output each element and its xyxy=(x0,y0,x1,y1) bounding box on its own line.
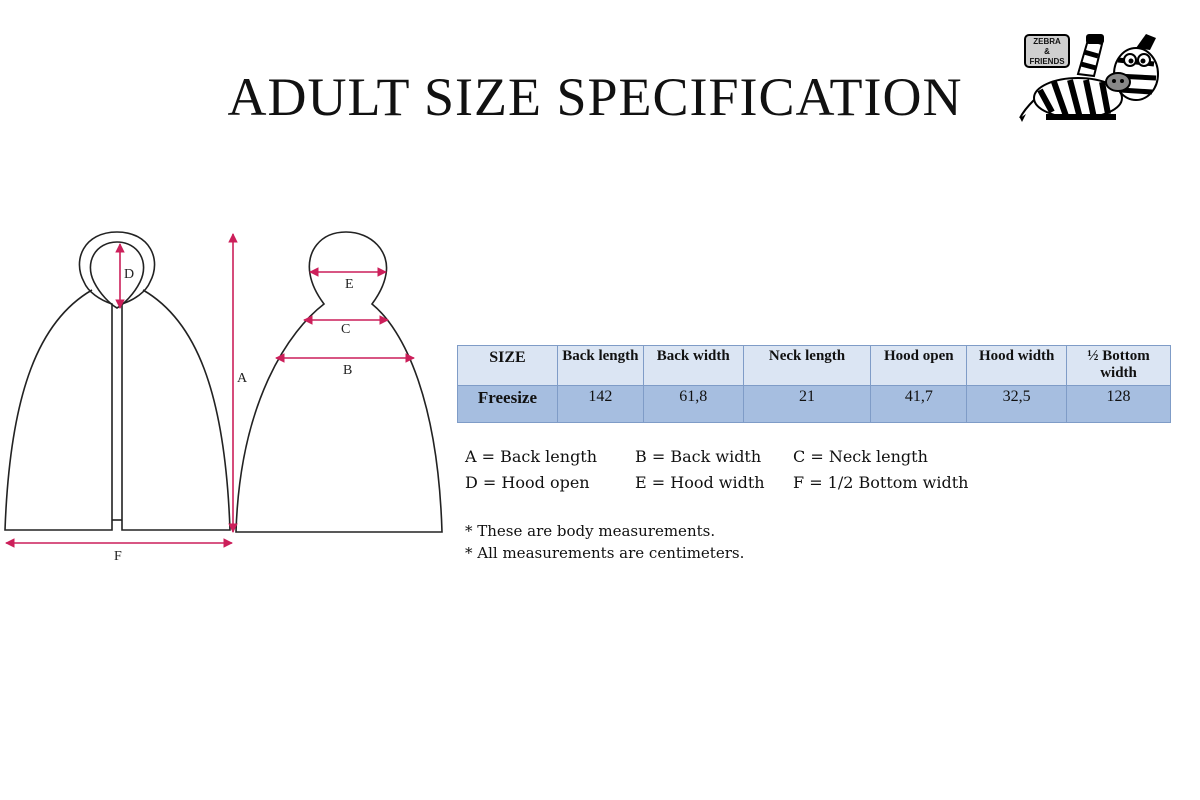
legend-item: E = Hood width xyxy=(635,473,765,492)
size-spec-table: SIZE Back length Back width Neck length … xyxy=(457,345,1171,423)
column-header: Hood width xyxy=(966,345,1068,386)
dimension-labels: D A F E C B xyxy=(114,267,354,564)
logo-text-line: FRIENDS xyxy=(1029,57,1065,66)
legend-row: A = Back length B = Back width C = Neck … xyxy=(465,447,985,473)
table-cell: 32,5 xyxy=(966,385,1068,423)
legend-item: C = Neck length xyxy=(793,447,928,466)
label-e: E xyxy=(345,277,354,292)
column-header: SIZE xyxy=(457,345,558,386)
back-view-cape xyxy=(235,231,443,533)
zebra-icon xyxy=(1019,34,1159,122)
table-cell: 61,8 xyxy=(642,385,744,423)
note-line: * All measurements are centimeters. xyxy=(465,544,745,562)
label-d: D xyxy=(124,267,134,282)
size-cell: Freesize xyxy=(457,385,558,423)
column-header: Back length xyxy=(556,345,644,386)
table-cell: 21 xyxy=(742,385,872,423)
logo-text-line: & xyxy=(1044,47,1050,56)
front-view-cape xyxy=(4,231,231,531)
legend-row: D = Hood open E = Hood width F = 1/2 Bot… xyxy=(465,473,985,499)
label-b: B xyxy=(343,363,352,378)
legend-item: B = Back width xyxy=(635,447,762,466)
column-header: ½ Bottom width xyxy=(1066,345,1171,386)
dimension-lines xyxy=(5,233,415,548)
logo-badge: ZEBRA & FRIENDS xyxy=(1024,34,1070,68)
measurement-legend: A = Back length B = Back width C = Neck … xyxy=(465,447,985,499)
note-line: * These are body measurements. xyxy=(465,522,716,540)
column-header: Back width xyxy=(642,345,744,386)
legend-item: D = Hood open xyxy=(465,473,590,492)
table-header-row: SIZE Back length Back width Neck length … xyxy=(457,345,1171,386)
cape-diagram: D A F E C B xyxy=(4,231,443,564)
column-header: Neck length xyxy=(742,345,872,386)
zebra-friends-logo: ZEBRA & FRIENDS xyxy=(1018,30,1163,126)
measurement-notes: * These are body measurements. * All mea… xyxy=(465,520,744,564)
table-cell: 128 xyxy=(1066,385,1171,423)
legend-item: A = Back length xyxy=(465,447,598,466)
column-header: Hood open xyxy=(870,345,968,386)
table-row: Freesize 142 61,8 21 41,7 32,5 128 xyxy=(457,385,1171,423)
logo-text-line: ZEBRA xyxy=(1033,37,1061,46)
label-a: A xyxy=(237,371,248,386)
table-cell: 142 xyxy=(556,385,644,423)
page-title: ADULT SIZE SPECIFICATION xyxy=(227,67,963,127)
legend-item: F = 1/2 Bottom width xyxy=(793,473,969,492)
table-cell: 41,7 xyxy=(870,385,968,423)
label-c: C xyxy=(341,322,350,337)
label-f: F xyxy=(114,549,122,564)
